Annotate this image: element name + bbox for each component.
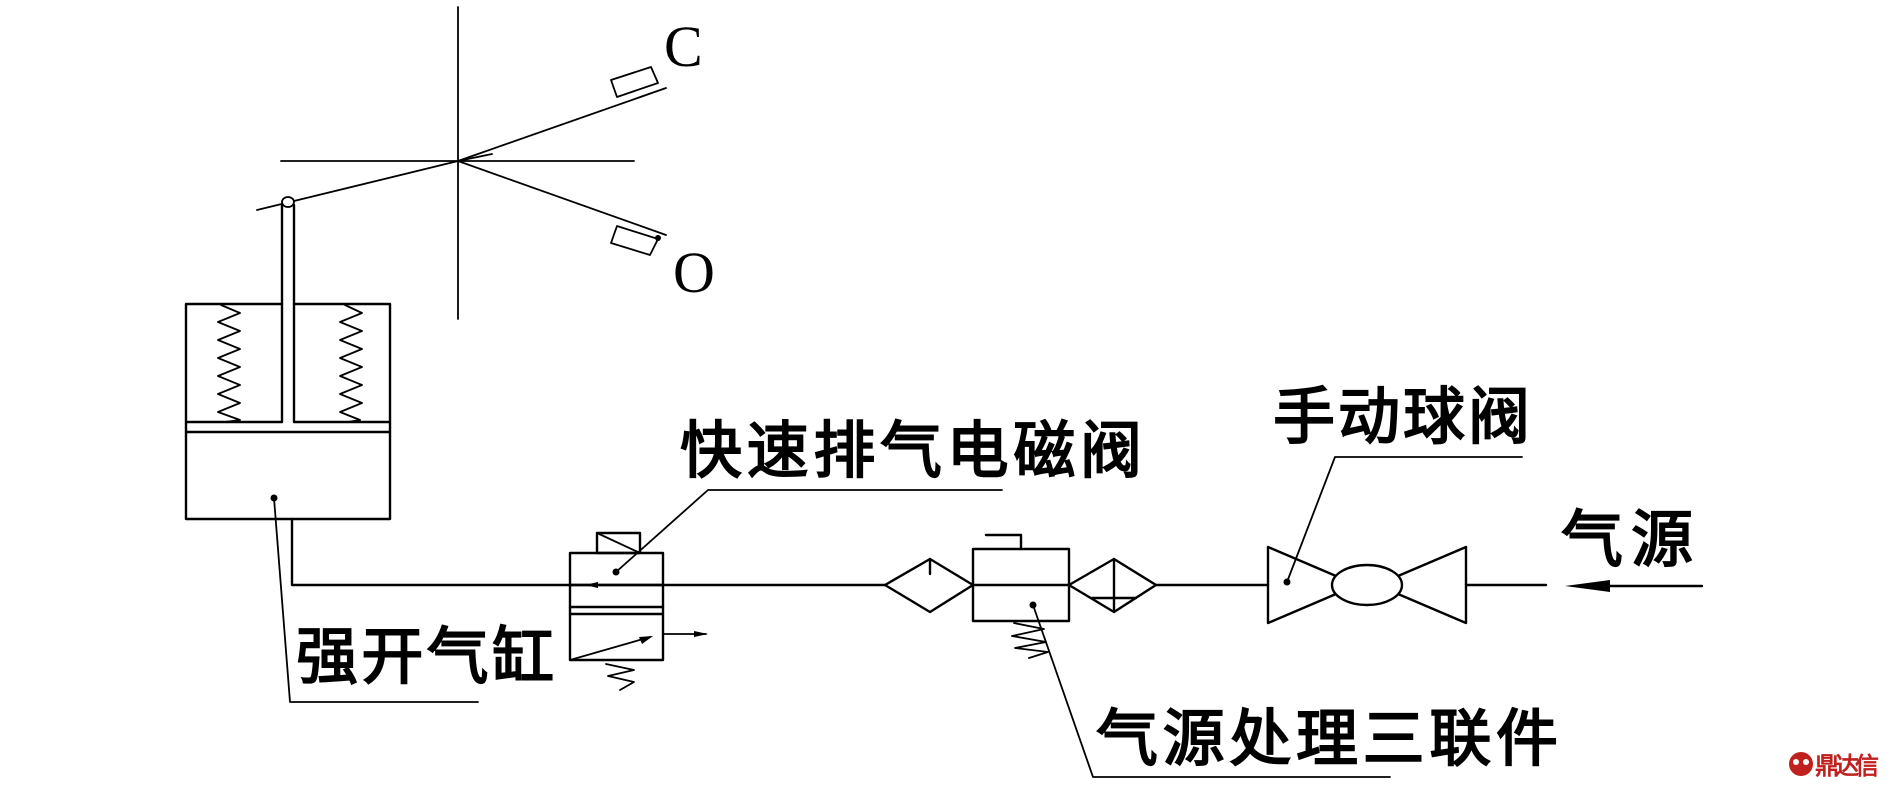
cylinder-label: 强开气缸: [296, 620, 554, 693]
air-source-label: 气源: [1561, 503, 1693, 576]
watermark-text: 鼎达信: [1815, 752, 1879, 780]
lubricator-icon: [1067, 557, 1158, 614]
regulator-pilot-line: [984, 533, 1023, 551]
air-flow-arrow-icon: [1565, 580, 1610, 592]
position-indicator: C O: [256, 6, 715, 320]
closed-position-line: [457, 87, 667, 162]
main-pipe-left: [290, 517, 887, 587]
valve-flow-arrow-icon: [585, 582, 598, 588]
spring-left-icon: [217, 304, 241, 423]
brand-logo-eye-right: [1803, 759, 1809, 765]
watermark: 鼎达信: [1789, 752, 1879, 780]
ball-valve: [1266, 545, 1468, 625]
ball-valve-leader-line: [1286, 456, 1523, 583]
spring-right-icon: [339, 304, 363, 423]
ball-valve-label: 手动球阀: [1273, 380, 1530, 453]
rod-pin: [281, 196, 295, 208]
frl-unit-label: 气源处理三联件: [1096, 702, 1558, 775]
open-limit-switch: [610, 225, 659, 256]
air-source: 气源: [1561, 503, 1704, 592]
closed-label: C: [664, 14, 703, 79]
valve-return-spring-icon: [605, 663, 635, 691]
cylinder-body: [184, 302, 392, 521]
regulator-spring-icon: [1011, 622, 1049, 659]
solenoid-coil-diagonal: [596, 532, 641, 554]
open-label: O: [673, 240, 715, 305]
frl-leader-line: [1032, 604, 1391, 778]
frl-unit: [883, 533, 1158, 659]
open-position-line: [457, 160, 667, 236]
closed-limit-switch: [610, 66, 659, 98]
ball-icon: [1330, 563, 1404, 607]
cylinder: [184, 196, 392, 521]
brand-logo-eye-left: [1793, 759, 1799, 765]
open-switch-contact: [655, 235, 661, 241]
cylinder-leader-line: [273, 497, 479, 703]
ball-valve-left-triangle: [1266, 545, 1338, 625]
exhaust-path-arrow-icon: [639, 636, 653, 644]
solenoid-valve: [568, 531, 708, 691]
solenoid-leader-line: [615, 489, 1003, 573]
ball-valve-right-triangle: [1396, 545, 1468, 625]
brand-logo-icon: [1789, 752, 1813, 776]
solenoid-valve-label: 快速排气电磁阀: [680, 414, 1142, 487]
exhaust-path: [569, 636, 651, 661]
exhaust-arrow-icon: [694, 631, 708, 637]
